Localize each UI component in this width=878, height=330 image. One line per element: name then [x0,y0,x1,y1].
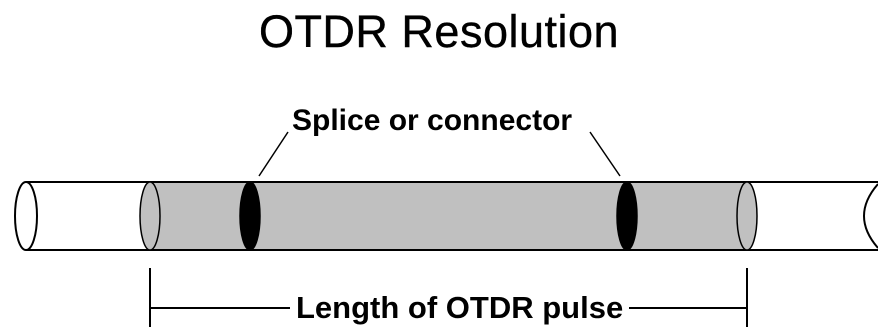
splice-label: Splice or connector [292,104,573,137]
diagram-title: OTDR Resolution [258,6,620,57]
pulse-end-boundary [736,181,758,251]
splice-leader-left [258,131,289,177]
fiber-left-end [14,181,38,251]
splice-leader-right [589,131,621,177]
pulse-length-label: Length of OTDR pulse [290,290,630,326]
pulse-start-boundary [139,181,161,251]
splice-marker-left [239,181,261,251]
fiber-right-end [862,183,878,249]
splice-marker-right [616,181,638,251]
